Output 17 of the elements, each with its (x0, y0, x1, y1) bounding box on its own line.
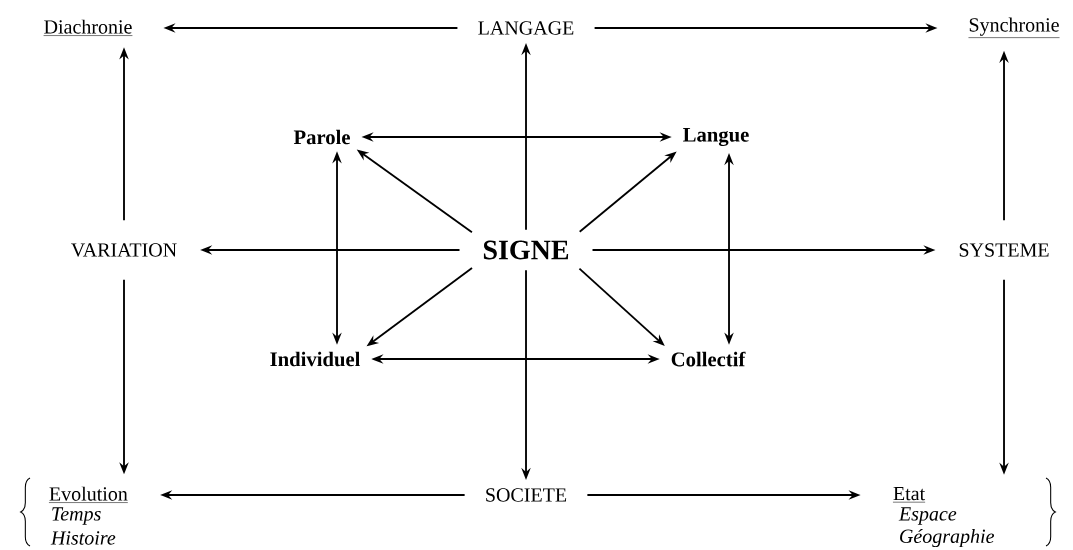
word-label: Etat (892, 487, 926, 503)
italic-note: Espace (898, 507, 957, 525)
word-label: Langue (683, 127, 749, 147)
word-label: Parole (293, 129, 350, 145)
word-label: Synchronie (968, 17, 1060, 38)
word-label: LANGAGE (478, 21, 574, 35)
word-label: Individuel (270, 351, 361, 367)
word-label: SYSTEME (959, 243, 1049, 257)
word-label: SIGNE (483, 240, 569, 260)
word-label: Evolution (48, 486, 129, 503)
word-label: Collectif (671, 351, 746, 367)
word-label: SOCIETE (486, 488, 567, 502)
italic-note: Géographie (900, 528, 995, 548)
word-label: Diachronie (43, 19, 133, 36)
italic-note: Temps (52, 507, 101, 525)
italic-note: Histoire (50, 531, 116, 545)
word-label: VARIATION (71, 243, 177, 257)
